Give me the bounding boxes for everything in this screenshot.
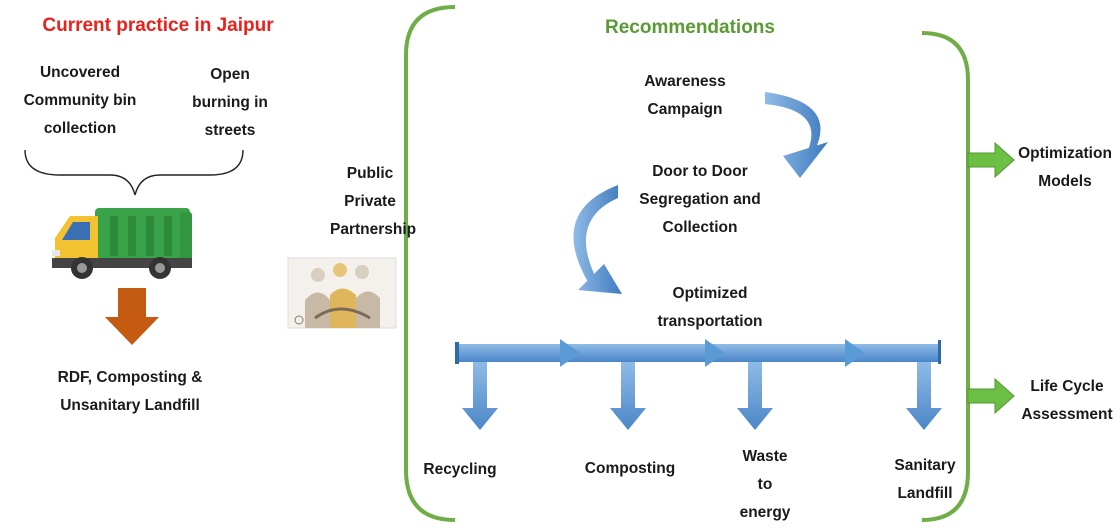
current-result-label: RDF, Composting & Unsanitary Landfill: [57, 369, 203, 414]
awareness-label: Awareness Campaign: [644, 73, 726, 118]
green-right-arrow-1-icon: [967, 141, 1015, 179]
down-arrow-recycling-icon: [462, 362, 498, 430]
current-practice-title: Current practice in Jaipur: [42, 15, 274, 36]
uncovered-bin-label: Uncovered Community bin collection: [23, 64, 137, 137]
waste-to-energy-label: Waste to energy: [739, 448, 791, 521]
right-green-bracket: [921, 31, 970, 522]
curved-arrow-1-icon: [765, 92, 828, 178]
ppp-label: Public Private Partnership: [330, 165, 417, 238]
horizontal-flow-arrow-icon: [455, 339, 941, 367]
down-arrow-energy-icon: [737, 362, 773, 430]
green-right-arrow-2-icon: [967, 377, 1015, 415]
sanitary-landfill-label: Sanitary Landfill: [894, 457, 956, 502]
recommendations-title: Recommendations: [605, 17, 775, 38]
left-green-bracket: [404, 5, 456, 522]
optimized-transport-label: Optimized transportation: [657, 285, 763, 330]
down-arrow-landfill-icon: [906, 362, 942, 430]
optimization-models-label: Optimization Models: [1018, 145, 1112, 190]
garbage-truck-icon: [52, 208, 192, 279]
orange-down-arrow-icon: [105, 288, 159, 345]
open-burning-label: Open burning in streets: [192, 66, 268, 139]
door-to-door-label: Door to Door Segregation and Collection: [639, 163, 761, 236]
curly-brace: [24, 149, 244, 196]
down-arrow-composting-icon: [610, 362, 646, 430]
curved-arrow-2-icon: [573, 185, 622, 294]
composting-label: Composting: [584, 460, 676, 477]
partnership-image: [287, 257, 397, 329]
recycling-label: Recycling: [423, 461, 497, 478]
life-cycle-assessment-label: Life Cycle Assessment: [1021, 378, 1113, 423]
